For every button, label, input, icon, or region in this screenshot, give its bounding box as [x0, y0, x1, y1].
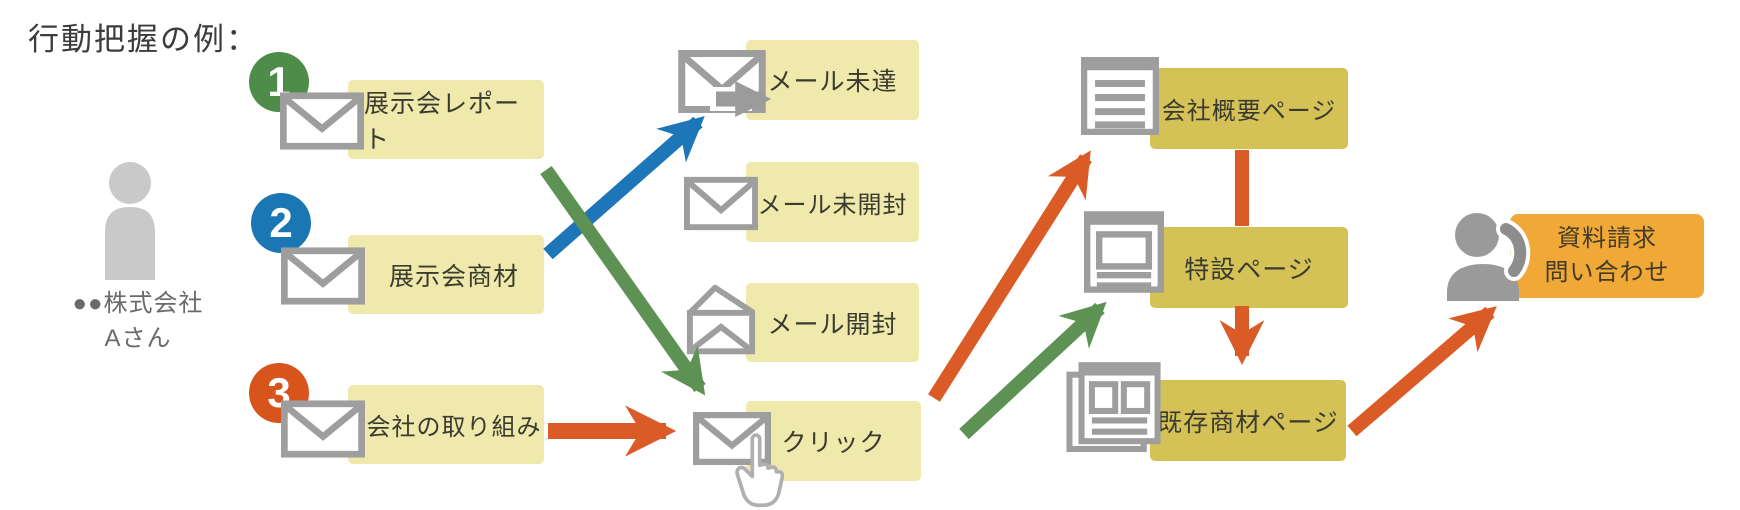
page-box-company-overview: 会社概要ページ [1150, 68, 1348, 149]
email-label: 展示会レポート [364, 89, 521, 154]
email-box-company-initiatives: 会社の取り組み [348, 385, 544, 464]
page-title: 行動把握の例： [28, 22, 259, 57]
existing-products-page-icon [1066, 361, 1161, 454]
mail-undelivered-icon [678, 50, 766, 113]
special-page-icon [1084, 211, 1164, 293]
click-hand-cursor-icon [728, 430, 784, 508]
conversion-box: 資料請求 問い合わせ [1510, 214, 1704, 298]
status-label: クリック [781, 429, 886, 457]
status-label: メール未開封 [757, 191, 908, 219]
page-box-special: 特設ページ [1150, 227, 1348, 308]
mail-unopened-icon [684, 176, 758, 231]
email-box-exhibition-report: 展示会レポート [348, 80, 544, 159]
flow-arrow-orange-inquiry [1347, 306, 1497, 437]
conversion-line2: 問い合わせ [1544, 259, 1670, 286]
flow-arrow-blue-undelivered [543, 116, 705, 260]
flow-arrow-green-click [540, 165, 706, 396]
mail-icon-1 [280, 92, 364, 150]
page-label: 既存商材ページ [1157, 408, 1339, 437]
status-box-mail-unopened: メール未開封 [746, 162, 919, 242]
contact-person-phone-icon [1443, 209, 1533, 301]
page-label: 会社概要ページ [1161, 98, 1337, 125]
page-label: 特設ページ [1184, 255, 1314, 284]
conversion-line1: 資料請求 [1557, 225, 1657, 253]
sender-person-icon [100, 160, 160, 282]
status-label: メール開封 [767, 310, 898, 339]
page-box-existing-products: 既存商材ページ [1150, 380, 1346, 461]
email-badge-2: 2 [251, 193, 311, 253]
flow-arrow-orange-company-page [928, 150, 1092, 402]
status-box-mail-opened: メール開封 [746, 283, 919, 362]
sender-company-label: ●●株式会社 [72, 290, 204, 317]
status-box-click: クリック [746, 401, 921, 481]
mail-icon-2 [281, 247, 365, 305]
status-box-mail-undelivered: メール未達 [746, 40, 919, 120]
email-label: 展示会商材 [388, 262, 519, 291]
company-overview-page-icon [1081, 57, 1159, 135]
mail-opened-icon [684, 281, 758, 358]
sender-person-label: Aさん [104, 325, 172, 352]
status-label: メール未達 [767, 68, 898, 96]
email-label: 会社の取り組み [366, 414, 542, 441]
mail-icon-3 [281, 400, 365, 458]
email-box-exhibition-products: 展示会商材 [348, 235, 544, 314]
